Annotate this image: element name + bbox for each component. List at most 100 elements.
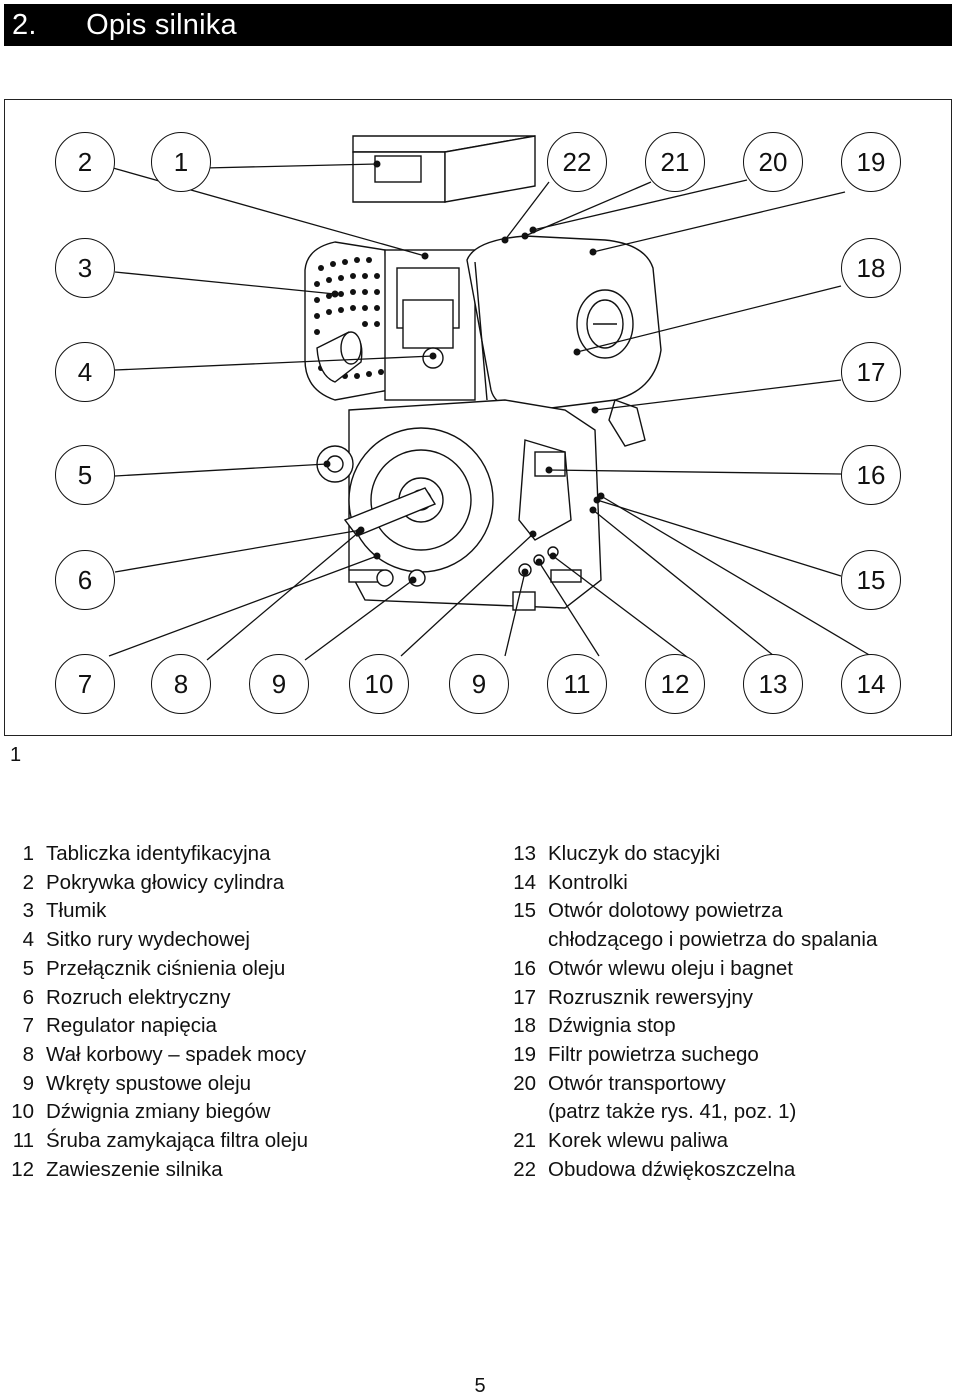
legend-num: 2 — [22, 870, 34, 894]
legend-num: 1 — [22, 842, 34, 865]
callout-3: 3 — [55, 238, 115, 298]
legend-num: 10 — [11, 1100, 34, 1124]
engine-figure: 2 1 22 21 20 19 3 18 4 17 5 16 6 15 7 8 … — [4, 99, 952, 736]
legend-row: 9 Wkręty spustowe oleju — [0, 1070, 308, 1099]
legend-row: 6 Rozruch elektryczny — [0, 984, 308, 1013]
legend-text: Wał korbowy – spadek mocy — [46, 1042, 307, 1066]
callout-18: 18 — [841, 238, 901, 298]
legend-text: Regulator napięcia — [46, 1014, 217, 1038]
legend-text: Korek wlewu paliwa — [548, 1129, 729, 1153]
legend-row: (patrz także rys. 41, poz. 1) — [502, 1098, 877, 1127]
legend-row: 4 Sitko rury wydechowej — [0, 926, 308, 955]
legend-row: 21 Korek wlewu paliwa — [502, 1127, 877, 1156]
legend-num: 14 — [513, 870, 536, 894]
legend-row: 12 Zawieszenie silnika — [0, 1156, 308, 1185]
callout-19: 19 — [841, 132, 901, 192]
callout-6: 6 — [55, 550, 115, 610]
legend-row: 2 Pokrywka głowicy cylindra — [0, 869, 308, 898]
callout-16: 16 — [841, 445, 901, 505]
legend-text: Otwór wlewu oleju i bagnet — [548, 956, 793, 980]
legend-num: 16 — [513, 956, 536, 980]
legend-row: 15 Otwór dolotowy powietrza — [502, 897, 877, 926]
legend-num: 8 — [22, 1042, 34, 1066]
section-header: 2. Opis silnika — [4, 4, 952, 46]
legend-text: Obudowa dźwiękoszczelna — [548, 1157, 796, 1181]
legend-num: 13 — [513, 842, 536, 865]
legend-num: 19 — [513, 1042, 536, 1066]
callout-15: 15 — [841, 550, 901, 610]
callout-7: 7 — [55, 654, 115, 714]
callout-5: 5 — [55, 445, 115, 505]
legend-text: Zawieszenie silnika — [46, 1157, 223, 1181]
legend-text: Otwór transportowy — [548, 1071, 726, 1095]
muffler-perforation — [314, 257, 384, 379]
legend-row: 20 Otwór transportowy — [502, 1070, 877, 1099]
legend-row: 5 Przełącznik ciśnienia oleju — [0, 955, 308, 984]
legend-num: 15 — [513, 899, 536, 923]
legend-num: 18 — [513, 1014, 536, 1038]
legend-text: Tabliczka identyfikacyjna — [46, 842, 271, 865]
legend-num: 7 — [22, 1014, 34, 1038]
legend-row: 7 Regulator napięcia — [0, 1012, 308, 1041]
legend-num: 12 — [11, 1157, 34, 1181]
legend-row: 3 Tłumik — [0, 897, 308, 926]
legend-text: Filtr powietrza suchego — [548, 1042, 759, 1066]
legend-text: Śruba zamykająca filtra oleju — [46, 1129, 309, 1153]
callout-1: 1 — [151, 132, 211, 192]
legend-num: 6 — [22, 985, 34, 1009]
callout-14: 14 — [841, 654, 901, 714]
legend-row: 8 Wał korbowy – spadek mocy — [0, 1041, 308, 1070]
engine-illustration — [108, 135, 872, 661]
legend-text: Tłumik — [46, 899, 107, 923]
legend-row: 17 Rozrusznik rewersyjny — [502, 984, 877, 1013]
legend-num: 21 — [513, 1129, 536, 1153]
legend-left: 1 Tabliczka identyfikacyjna 2 Pokrywka gło… — [0, 840, 308, 1184]
legend-text: chłodzącego i powietrza do spalania — [548, 928, 878, 952]
legend-num: 4 — [22, 928, 34, 952]
legend-row: 18 Dźwignia stop — [502, 1012, 877, 1041]
callout-21: 21 — [645, 132, 705, 192]
legend-num: 3 — [22, 899, 34, 923]
legend-text: Przełącznik ciśnienia oleju — [46, 956, 286, 980]
legend-row: 22 Obudowa dźwiękoszczelna — [502, 1156, 877, 1185]
legend-text: Sitko rury wydechowej — [46, 928, 250, 952]
legend-text: Pokrywka głowicy cylindra — [46, 870, 285, 894]
legend-num — [502, 1098, 548, 1127]
callout-22: 22 — [547, 132, 607, 192]
legend-row: 16 Otwór wlewu oleju i bagnet — [502, 955, 877, 984]
callout-12: 12 — [645, 654, 705, 714]
callout-10: 10 — [349, 654, 409, 714]
legend-text: Rozruch elektryczny — [46, 985, 231, 1009]
callout-9: 9 — [249, 654, 309, 714]
legend-num: 17 — [513, 985, 536, 1009]
legend-row: chłodzącego i powietrza do spalania — [502, 926, 877, 955]
legend-num — [502, 926, 548, 955]
leader-dots — [323, 160, 605, 584]
legend-num: 11 — [12, 1129, 34, 1153]
legend-num: 20 — [513, 1071, 536, 1095]
callout-13: 13 — [743, 654, 803, 714]
callout-9b: 9 — [449, 654, 509, 714]
legend-row: 19 Filtr powietrza suchego — [502, 1041, 877, 1070]
legend-text: (patrz także rys. 41, poz. 1) — [548, 1100, 797, 1124]
legend-text: Wkręty spustowe oleju — [46, 1071, 252, 1095]
callout-17: 17 — [841, 342, 901, 402]
legend-text: Otwór dolotowy powietrza — [548, 899, 783, 923]
callout-11: 11 — [547, 654, 607, 714]
legend-row: 11 Śruba zamykająca filtra oleju — [0, 1127, 308, 1156]
callout-2: 2 — [55, 132, 115, 192]
legend-text: Rozrusznik rewersyjny — [548, 985, 754, 1009]
legend-num: 9 — [22, 1071, 34, 1095]
page-number: 5 — [474, 1375, 486, 1397]
callout-4: 4 — [55, 342, 115, 402]
section-title: 2. Opis silnika — [12, 9, 237, 41]
callout-20: 20 — [743, 132, 803, 192]
legend-num: 5 — [22, 956, 34, 980]
legend-text: Dźwignia stop — [548, 1014, 676, 1038]
legend-num: 22 — [513, 1157, 536, 1181]
callout-8: 8 — [151, 654, 211, 714]
